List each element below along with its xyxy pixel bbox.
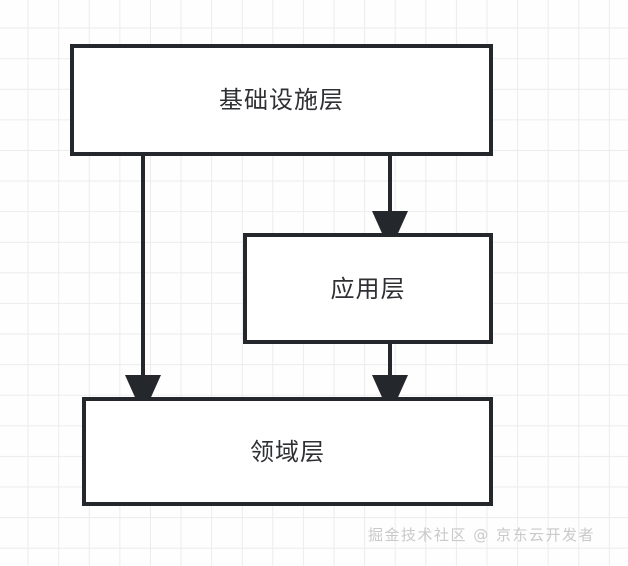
node-infrastructure-layer[interactable]: 基础设施层 bbox=[70, 44, 493, 156]
node-application-layer-label: 应用层 bbox=[330, 274, 406, 303]
node-domain-layer-label: 领域层 bbox=[250, 437, 325, 466]
node-domain-layer[interactable]: 领域层 bbox=[82, 397, 493, 506]
node-infrastructure-layer-label: 基础设施层 bbox=[219, 86, 344, 114]
watermark-text: 掘金技术社区 @ 京东云开发者 bbox=[368, 526, 596, 544]
node-application-layer[interactable]: 应用层 bbox=[243, 233, 493, 344]
